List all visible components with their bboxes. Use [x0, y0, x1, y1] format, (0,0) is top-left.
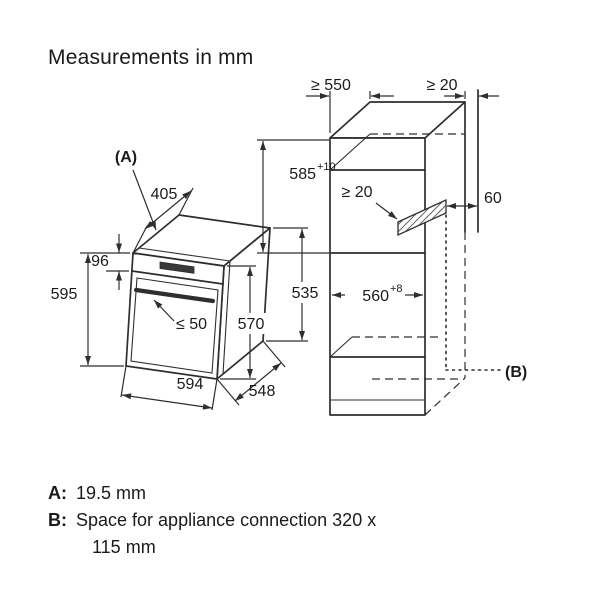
cabinet-hidden-edge	[424, 377, 466, 416]
dim-label-585-tolerance: +10	[317, 161, 336, 173]
dim-leader-rear-gap	[375, 202, 398, 220]
dim-label-560-tolerance: +8	[390, 283, 403, 295]
note-b-value-line2: 115 mm	[92, 537, 156, 557]
footnotes: A: 19.5 mm B: Space for appliance connecti…	[48, 480, 376, 561]
note-b-key: B:	[48, 510, 67, 530]
cabinet-drawing	[329, 89, 479, 416]
label-background	[233, 313, 269, 334]
dim-line-548	[234, 362, 282, 402]
dim-label-585: 585	[289, 166, 316, 183]
note-a: A: 19.5 mm	[48, 480, 376, 507]
cabinet-shelf-depth-edge	[329, 133, 371, 171]
page-title: Measurements in mm	[48, 46, 254, 69]
label-background	[345, 283, 405, 305]
note-b: B: Space for appliance connection 320 x 1…	[48, 507, 376, 561]
oven-frame-lip	[222, 260, 231, 375]
dim-label-594: 594	[177, 376, 204, 393]
cabinet-top-face	[329, 101, 466, 139]
oven-dimensions: (A) 405 96 595 ≤ 50 570	[51, 149, 325, 411]
dim-label-570: 570	[238, 316, 265, 333]
dim-label-60: 60	[484, 190, 502, 207]
dim-label-96: 96	[91, 253, 109, 270]
note-a-key: A:	[48, 483, 67, 503]
oven-drawing	[125, 214, 271, 380]
dim-label-wall-gap: ≥ 20	[426, 77, 457, 94]
dim-label-handle: ≤ 50	[176, 316, 207, 333]
label-background	[285, 282, 325, 303]
dim-label-550: ≥ 550	[311, 77, 351, 94]
extension-line	[211, 378, 218, 411]
oven-frame-lip	[138, 247, 231, 262]
ref-a-label: (A)	[115, 149, 137, 166]
dim-label-560: 560	[362, 288, 389, 305]
cabinet-dimensions: ≥ 550 ≥ 20 585 +10 ≥ 20 60 560 +8	[257, 77, 527, 381]
cabinet-shelf-depth-edge	[329, 336, 353, 358]
oven-door-outline	[130, 277, 219, 374]
extension-line	[262, 340, 286, 368]
extension-line	[132, 225, 148, 254]
oven-display	[159, 261, 195, 274]
note-b-value-line1: Space for appliance connection 320 x	[76, 510, 377, 530]
dim-label-535: 535	[292, 285, 319, 302]
oven-control-panel-line	[131, 270, 224, 285]
oven-door-handle	[133, 287, 216, 304]
dim-label-rear-gap: ≥ 20	[341, 184, 372, 201]
ref-b-label: (B)	[505, 364, 527, 381]
vent-hatch-area	[397, 198, 447, 237]
dim-label-548: 548	[249, 383, 276, 400]
dim-label-595: 595	[51, 286, 78, 303]
cabinet-front-face	[329, 137, 426, 416]
dim-line-405	[144, 190, 192, 230]
dim-leader-handle	[153, 299, 175, 322]
dim-label-405: 405	[151, 186, 178, 203]
extension-line	[178, 187, 194, 216]
dim-line-594	[121, 393, 213, 410]
note-a-value: 19.5 mm	[76, 483, 147, 503]
extension-line	[120, 365, 127, 398]
